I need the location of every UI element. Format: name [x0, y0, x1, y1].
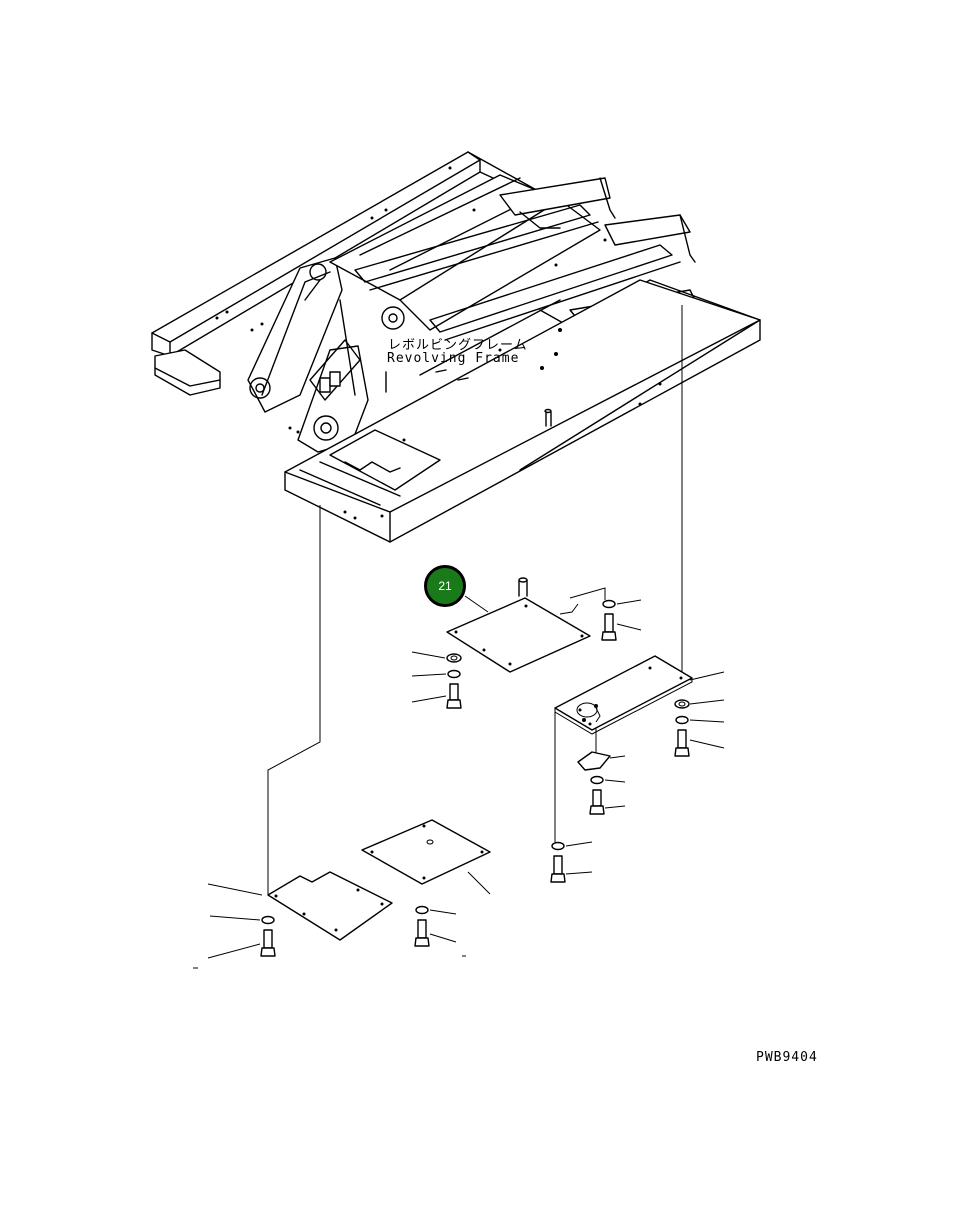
frame-bolt-holes [215, 166, 662, 520]
cover-plate-right [554, 655, 693, 771]
callout-21[interactable]: 21 [424, 565, 466, 607]
cover-plate-lower-left [207, 871, 393, 941]
bolt-stack-d [589, 775, 626, 815]
cover-plate-21 [446, 577, 606, 673]
cover-plate-lower-center [361, 819, 491, 895]
bolt-stack-g [193, 915, 276, 969]
drawing-code: PWB9404 [756, 1050, 818, 1065]
revolving-frame [151, 151, 761, 543]
bolt-stack-e [550, 841, 593, 883]
bolt-stack-a [411, 651, 462, 709]
frame-label-english: Revolving Frame [387, 351, 520, 366]
bolt-stack-f [414, 905, 466, 957]
bolt-stack-c [674, 671, 725, 757]
frame-label-japanese: レボルビングフレーム [388, 338, 528, 353]
callout-number: 21 [438, 579, 452, 593]
bolt-stack-b [601, 599, 642, 641]
